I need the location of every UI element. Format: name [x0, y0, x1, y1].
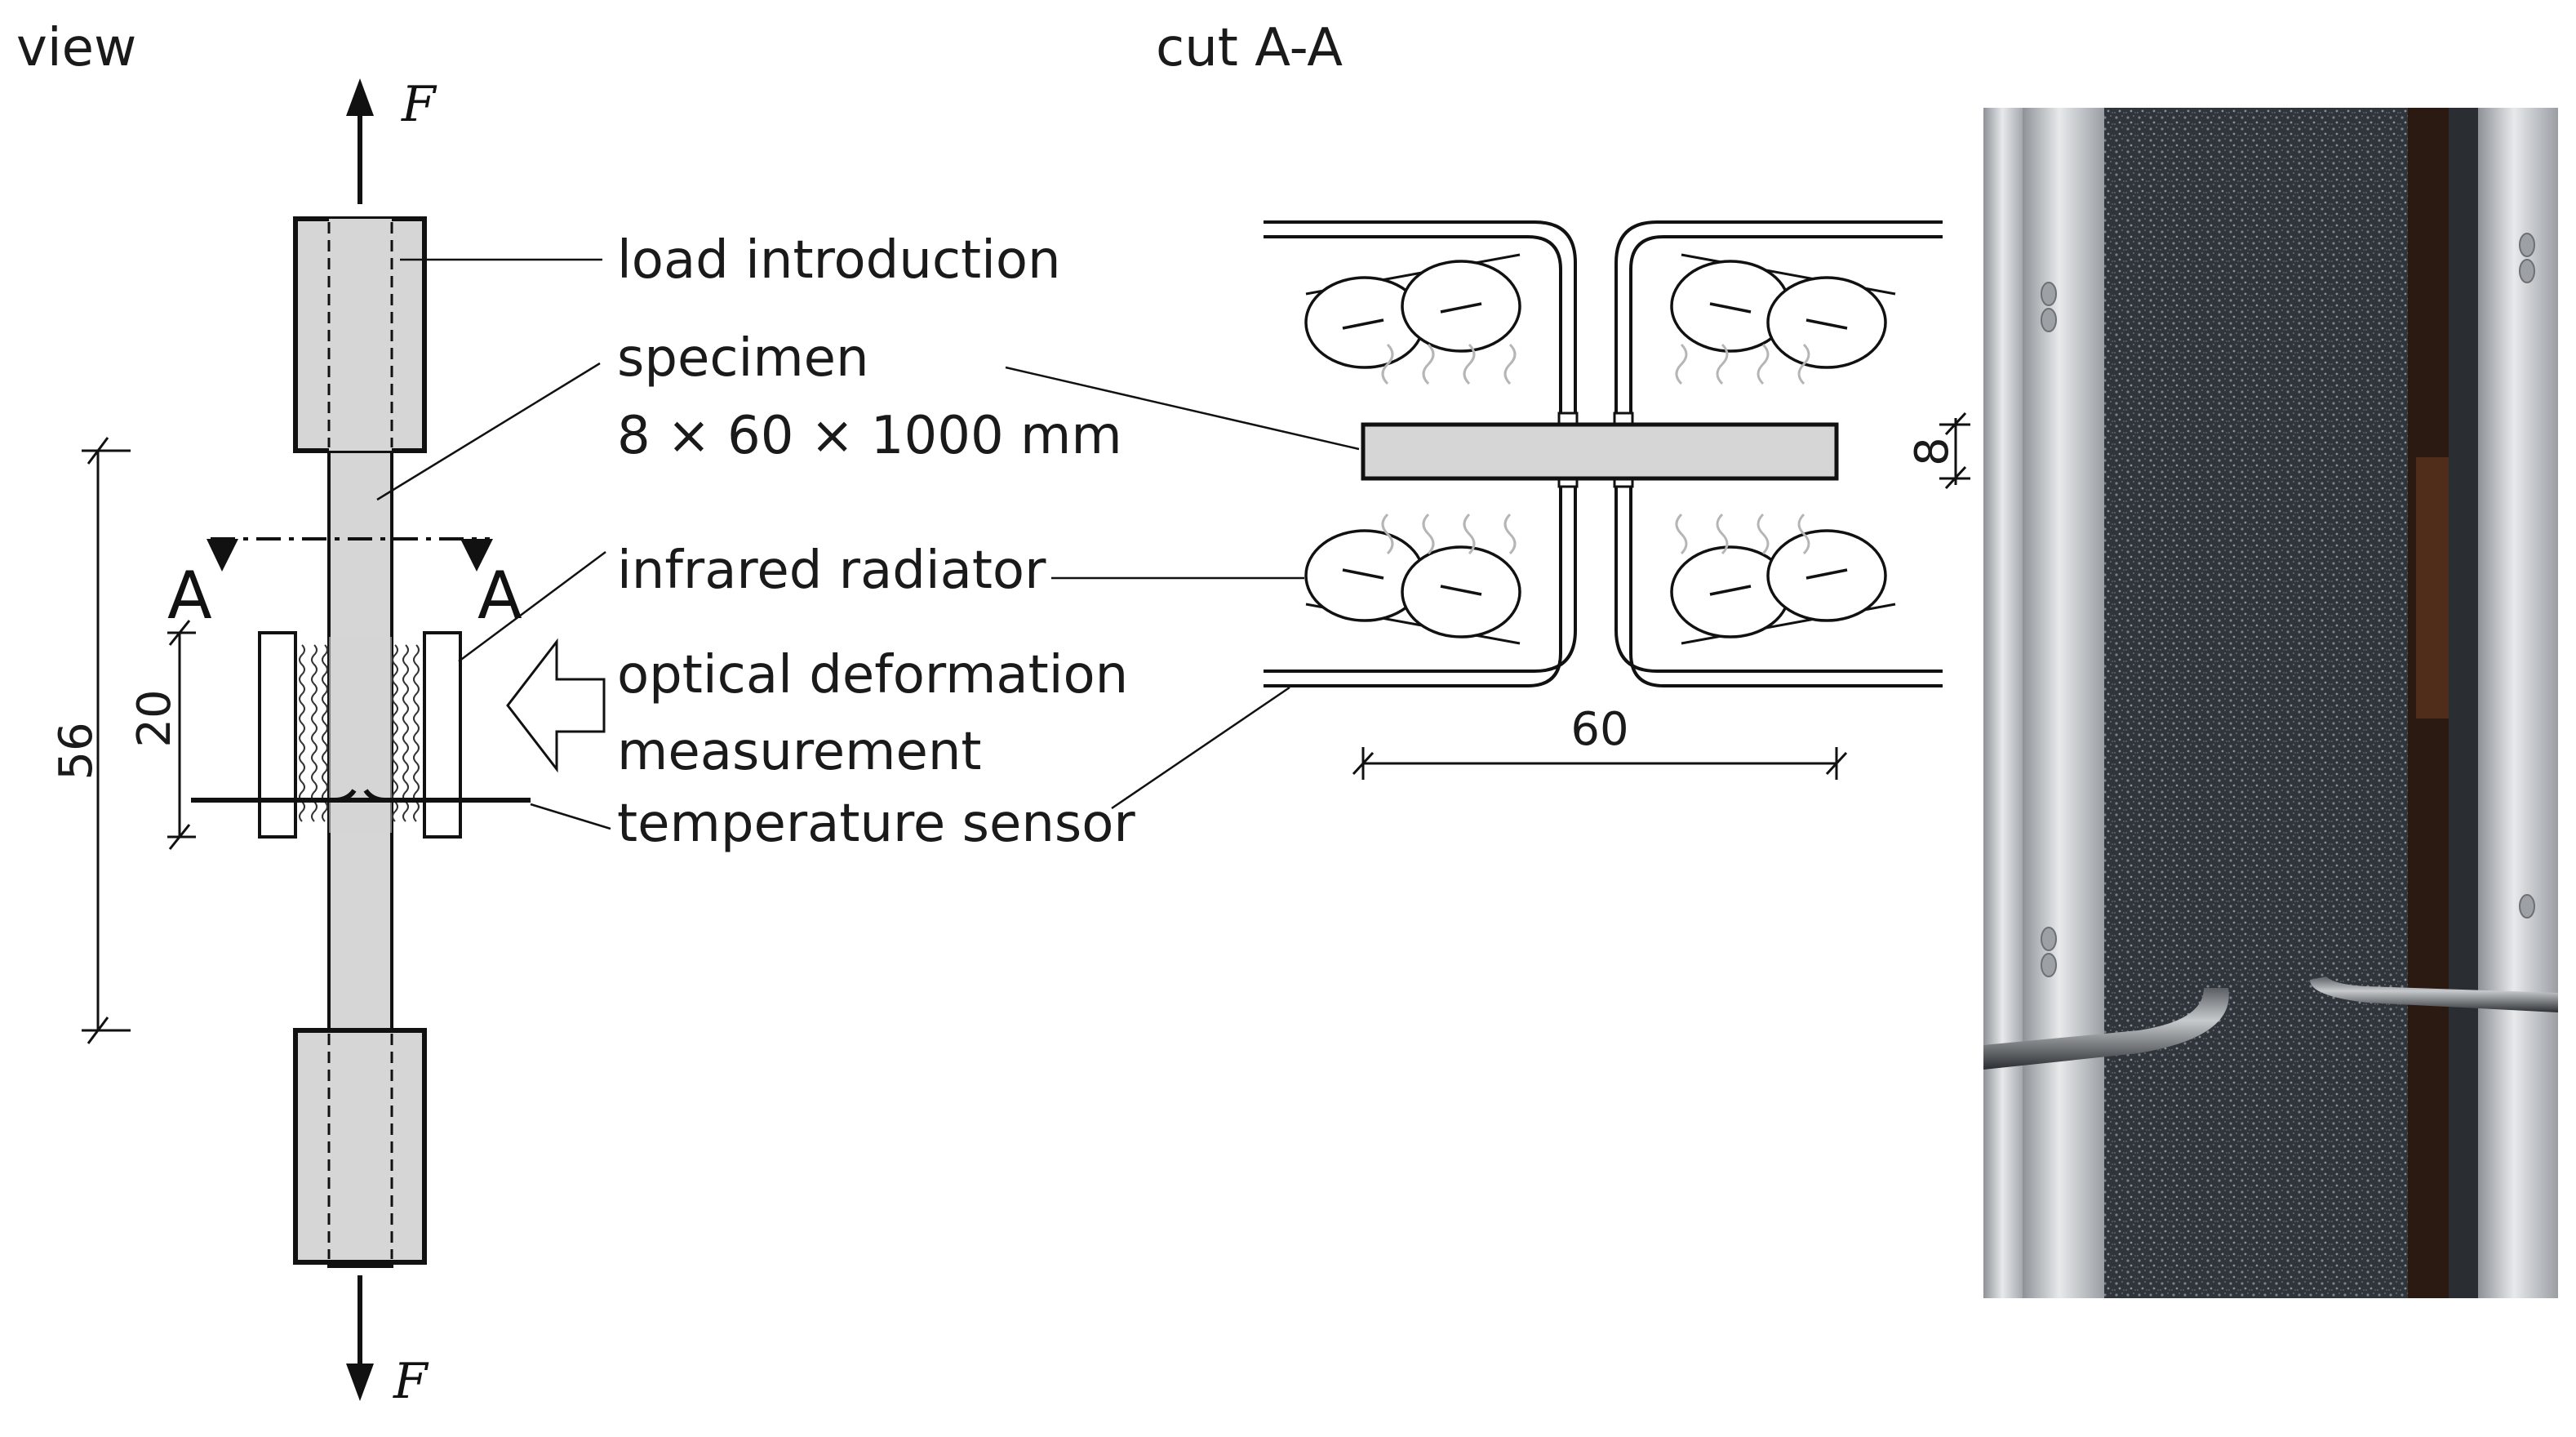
specimen-heated-zone — [329, 637, 392, 833]
section-mark-right: A — [477, 558, 522, 634]
heat-waves-view — [299, 644, 420, 822]
force-label-bottom: F — [393, 1353, 429, 1410]
label-specimen-size: 8 × 60 × 1000 mm — [617, 406, 1122, 466]
dimension-60-label: 60 — [1570, 703, 1628, 756]
dimension-20-label: 20 — [128, 689, 181, 747]
load-introduction-top — [293, 216, 427, 453]
leader-lines-cut — [1005, 366, 1360, 810]
chamber-right-shell — [1614, 220, 1943, 687]
label-load-introduction: load introduction — [617, 230, 1061, 291]
chamber-left-shell — [1264, 220, 1577, 687]
force-arrow-top — [346, 78, 374, 204]
speckle-pattern-specimen — [2104, 108, 2408, 1298]
force-arrow-bottom — [346, 1275, 374, 1401]
heat-waves-cut — [1381, 343, 1810, 555]
dimension-8 — [1939, 412, 1970, 490]
optical-measurement-arrow — [506, 638, 606, 773]
leader-lines-view — [376, 258, 611, 830]
label-temperature-sensor: temperature sensor — [617, 794, 1135, 854]
label-specimen: specimen — [617, 328, 869, 389]
dimension-56-label: 56 — [50, 722, 103, 780]
cut-title: cut A-A — [1156, 18, 1343, 78]
temperature-sensor-view — [191, 789, 531, 803]
radiator-right — [423, 631, 462, 839]
tube-left-inner — [2023, 108, 2104, 1298]
radiator-lamp-bottom-right — [1670, 529, 1896, 645]
label-infrared-radiator: infrared radiator — [617, 541, 1046, 601]
radiator-lamp-top-right — [1670, 253, 1896, 369]
sensor-rod-right — [2310, 977, 2558, 1012]
label-optical-line1: optical deformation — [617, 645, 1128, 705]
force-label-top: F — [401, 76, 437, 133]
radiator-lamp-bottom-left — [1304, 529, 1521, 645]
specimen-cross-section — [1361, 422, 1839, 481]
section-line-a-a — [207, 537, 493, 572]
dimension-8-label: 8 — [1906, 437, 1959, 466]
dimension-20 — [167, 620, 196, 850]
load-introduction-bottom — [293, 1028, 427, 1265]
tube-right — [2478, 108, 2558, 1298]
radiator-lamp-top-left — [1304, 253, 1521, 369]
dimension-56 — [82, 437, 131, 1044]
radiator-left — [258, 631, 297, 839]
tube-left-outer — [1983, 108, 2026, 1298]
dimension-60 — [1352, 747, 1848, 780]
specimen-photo — [1983, 108, 2558, 1298]
label-optical-line2: measurement — [617, 722, 982, 782]
sensor-rod-left — [1983, 988, 2229, 1070]
section-mark-left: A — [167, 558, 212, 634]
view-title: view — [16, 18, 136, 78]
